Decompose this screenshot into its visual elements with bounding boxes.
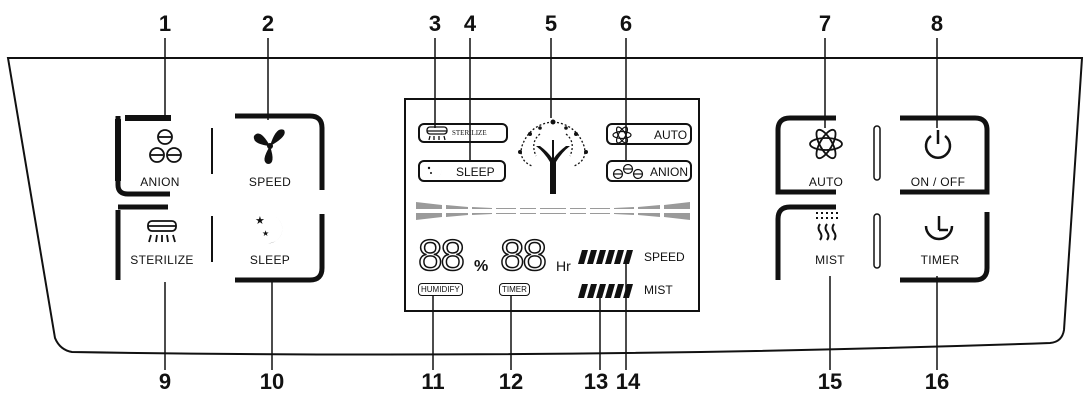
display-sterilize-icon xyxy=(426,126,448,141)
fan-speed-icon xyxy=(253,129,285,164)
callout-7: 7 xyxy=(818,11,832,36)
callout-5: 5 xyxy=(544,11,558,36)
callout-6: 6 xyxy=(619,11,633,36)
display-sleep-icon xyxy=(427,165,442,179)
callout-16: 16 xyxy=(924,369,950,394)
display-speed-label: SPEED xyxy=(644,250,685,264)
callout-2: 2 xyxy=(261,11,275,36)
callout-8: 8 xyxy=(930,11,944,36)
display-sterilize-indicator: STERILIZE xyxy=(418,123,508,143)
sterilize-button-label[interactable]: STERILIZE xyxy=(130,253,194,267)
callout-14: 14 xyxy=(615,369,641,394)
callout-1: 1 xyxy=(158,11,172,36)
display-anion-indicator: ANION xyxy=(606,160,692,182)
sleep-button-label[interactable]: SLEEP xyxy=(249,253,291,267)
callout-3: 3 xyxy=(428,11,442,36)
display-sleep-indicator: SLEEP xyxy=(418,160,506,182)
callout-4: 4 xyxy=(463,11,477,36)
callout-9: 9 xyxy=(158,369,172,394)
timer-icon xyxy=(924,216,954,241)
display-sleep-label: SLEEP xyxy=(456,165,495,179)
svg-text:★: ★ xyxy=(255,214,265,227)
callout-10: 10 xyxy=(259,369,285,394)
anion-button-label[interactable]: ANION xyxy=(140,175,180,189)
sterilize-icon xyxy=(147,220,177,243)
display-anion-icon xyxy=(612,164,644,180)
on-off-button-label[interactable]: ON / OFF xyxy=(910,175,966,189)
display-auto-icon xyxy=(612,126,632,144)
hours-unit: Hr xyxy=(556,258,571,274)
display-mist-label: MIST xyxy=(644,283,673,297)
mist-button-label[interactable]: MIST xyxy=(815,253,845,267)
level-bar xyxy=(416,202,690,220)
callout-15: 15 xyxy=(817,369,843,394)
sleep-moon-icon: ★ ★ xyxy=(255,214,283,244)
display-sterilize-label: STERILIZE xyxy=(452,129,487,137)
callout-11: 11 xyxy=(421,369,445,394)
auto-atom-icon xyxy=(809,128,843,160)
tree-icon xyxy=(518,119,588,194)
hours-digits: 88 xyxy=(499,231,547,280)
callout-12: 12 xyxy=(498,369,524,394)
speed-mist-bars xyxy=(578,250,633,298)
humidity-unit: % xyxy=(474,258,489,275)
timer-tag: TIMER xyxy=(499,283,530,296)
mist-icon xyxy=(816,212,838,241)
auto-button-label[interactable]: AUTO xyxy=(808,175,844,189)
speed-button-label[interactable]: SPEED xyxy=(248,175,292,189)
anion-icon xyxy=(149,129,182,163)
callout-13: 13 xyxy=(583,369,609,394)
timer-button-label[interactable]: TIMER xyxy=(920,253,960,267)
display-auto-label: AUTO xyxy=(654,128,688,142)
display-anion-label: ANION xyxy=(650,165,689,179)
svg-text:★: ★ xyxy=(262,229,269,238)
lcd-display: STERILIZE SLEEP AUTO xyxy=(404,98,700,312)
humidify-tag: HUMIDIFY xyxy=(418,283,463,296)
display-auto-indicator: AUTO xyxy=(606,123,692,145)
power-icon xyxy=(924,130,952,159)
humidity-digits: 88 xyxy=(417,231,465,280)
